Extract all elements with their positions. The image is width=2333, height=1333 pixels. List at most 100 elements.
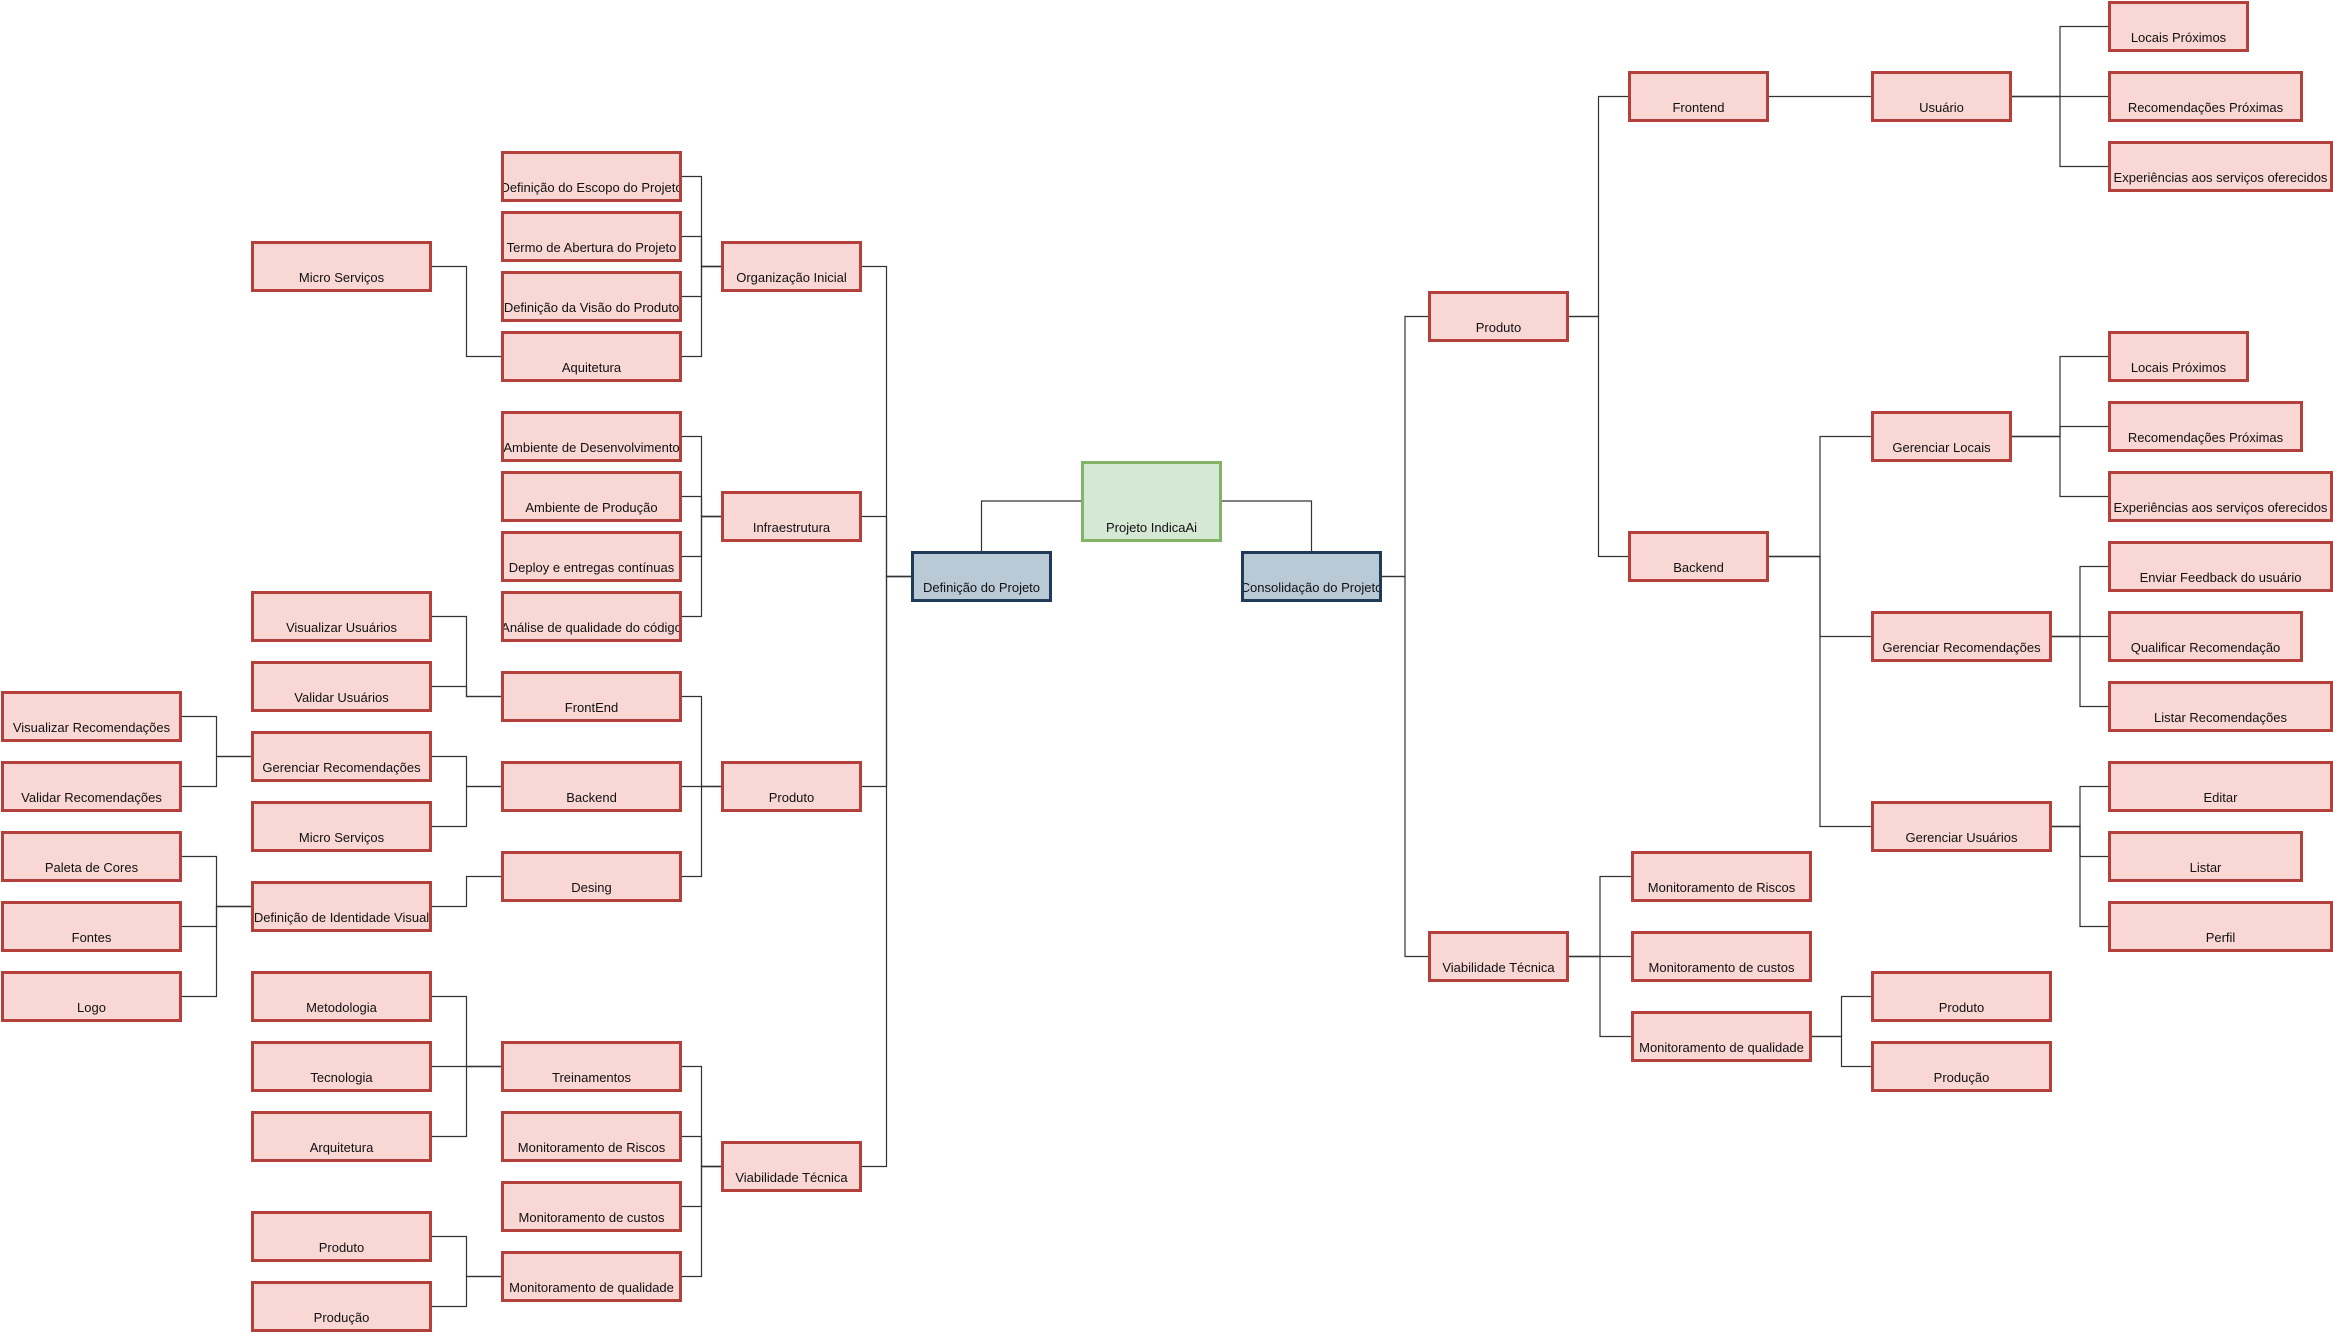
connector-line bbox=[1569, 875, 1631, 958]
node-label: Organização Inicial bbox=[736, 270, 847, 285]
node-label: Experiências aos serviços oferecidos bbox=[2113, 500, 2328, 515]
node-r-mon-qual[interactable]: Monitoramento de qualidade bbox=[1631, 1011, 1812, 1062]
connector-line bbox=[1769, 435, 1871, 558]
node-r-gu-list[interactable]: Listar bbox=[2108, 831, 2303, 882]
node-r-gl-exp[interactable]: Experiências aos serviços oferecidos bbox=[2108, 471, 2333, 522]
node-label: Definição do Escopo do Projeto bbox=[501, 180, 682, 195]
connector-line bbox=[432, 1065, 501, 1138]
node-l-mon-qual[interactable]: Monitoramento de qualidade bbox=[501, 1251, 682, 1302]
connector-line bbox=[682, 1135, 721, 1168]
node-l-fontes[interactable]: Fontes bbox=[1, 901, 182, 952]
node-l-backend[interactable]: Backend bbox=[501, 761, 682, 812]
node-l-amb-prod[interactable]: Ambiente de Produção bbox=[501, 471, 682, 522]
node-label: Listar bbox=[2189, 860, 2222, 875]
node-r-viab[interactable]: Viabilidade Técnica bbox=[1428, 931, 1569, 982]
node-label: Locais Próximos bbox=[2130, 30, 2227, 45]
node-r-ger-locais[interactable]: Gerenciar Locais bbox=[1871, 411, 2012, 462]
connector-line bbox=[980, 500, 1081, 551]
node-label: Viabilidade Técnica bbox=[1442, 960, 1555, 975]
node-l-val-rec[interactable]: Validar Recomendações bbox=[1, 761, 182, 812]
node-l-mon-cust[interactable]: Monitoramento de custos bbox=[501, 1181, 682, 1232]
connector-line bbox=[2012, 435, 2108, 498]
node-label: Perfil bbox=[2205, 930, 2236, 945]
node-l-desing[interactable]: Desing bbox=[501, 851, 682, 902]
node-l-infra[interactable]: Infraestrutura bbox=[721, 491, 862, 542]
node-l-ident[interactable]: Definição de Identidade Visual bbox=[251, 881, 432, 932]
node-l-val-usu[interactable]: Validar Usuários bbox=[251, 661, 432, 712]
node-l-trein[interactable]: Treinamentos bbox=[501, 1041, 682, 1092]
node-cons[interactable]: Consolidação do Projeto bbox=[1241, 551, 1382, 602]
node-label: Análise de qualidade do código bbox=[501, 620, 682, 635]
node-r-prod[interactable]: Produto bbox=[1428, 291, 1569, 342]
node-r-ger-rec[interactable]: Gerenciar Recomendações bbox=[1871, 611, 2052, 662]
node-label: Definição do Projeto bbox=[922, 580, 1041, 595]
node-l-logo[interactable]: Logo bbox=[1, 971, 182, 1022]
node-l-prod[interactable]: Produto bbox=[721, 761, 862, 812]
node-l-arq[interactable]: Aquitetura bbox=[501, 331, 682, 382]
node-l-tecno[interactable]: Tecnologia bbox=[251, 1041, 432, 1092]
node-label: Frontend bbox=[1672, 100, 1725, 115]
node-label: Gerenciar Recomendações bbox=[262, 760, 421, 775]
node-l-org[interactable]: Organização Inicial bbox=[721, 241, 862, 292]
node-r-gr-list[interactable]: Listar Recomendações bbox=[2108, 681, 2333, 732]
node-r-gl-locais[interactable]: Locais Próximos bbox=[2108, 331, 2249, 382]
node-l-deploy[interactable]: Deploy e entregas contínuas bbox=[501, 531, 682, 582]
node-label: Gerenciar Locais bbox=[1892, 440, 1991, 455]
node-r-gr-qual[interactable]: Qualificar Recomendação bbox=[2108, 611, 2303, 662]
connector-line bbox=[1382, 575, 1428, 958]
node-l-mon-risc[interactable]: Monitoramento de Riscos bbox=[501, 1111, 682, 1162]
node-r-u-exp[interactable]: Experiências aos serviços oferecidos bbox=[2108, 141, 2333, 192]
node-r-u-locais[interactable]: Locais Próximos bbox=[2108, 1, 2249, 52]
node-r-mon-risc[interactable]: Monitoramento de Riscos bbox=[1631, 851, 1812, 902]
node-r-gr-feed[interactable]: Enviar Feedback do usuário bbox=[2108, 541, 2333, 592]
connector-line bbox=[432, 1235, 501, 1278]
node-r-ger-usu[interactable]: Gerenciar Usuários bbox=[1871, 801, 2052, 852]
node-label: Desing bbox=[571, 880, 612, 895]
node-l-q-prod[interactable]: Produto bbox=[251, 1211, 432, 1262]
node-l-termo[interactable]: Termo de Abertura do Projeto bbox=[501, 211, 682, 262]
node-def[interactable]: Definição do Projeto bbox=[911, 551, 1052, 602]
connector-line bbox=[2012, 25, 2108, 98]
node-label: Monitoramento de qualidade bbox=[1639, 1040, 1804, 1055]
node-l-frontend[interactable]: FrontEnd bbox=[501, 671, 682, 722]
node-r-q-prod[interactable]: Produto bbox=[1871, 971, 2052, 1022]
node-r-gu-perf[interactable]: Perfil bbox=[2108, 901, 2333, 952]
node-l-paleta[interactable]: Paleta de Cores bbox=[1, 831, 182, 882]
node-r-back[interactable]: Backend bbox=[1628, 531, 1769, 582]
node-l-analise[interactable]: Análise de qualidade do código bbox=[501, 591, 682, 642]
node-r-gu-edit[interactable]: Editar bbox=[2108, 761, 2333, 812]
node-l-escopo[interactable]: Definição do Escopo do Projeto bbox=[501, 151, 682, 202]
node-label: Tecnologia bbox=[310, 1070, 373, 1085]
node-r-usuario[interactable]: Usuário bbox=[1871, 71, 2012, 122]
node-label: Definição de Identidade Visual bbox=[253, 910, 430, 925]
connector-line bbox=[682, 495, 721, 518]
node-l-metod[interactable]: Metodologia bbox=[251, 971, 432, 1022]
node-l-vis-rec[interactable]: Visualizar Recomendações bbox=[1, 691, 182, 742]
node-r-q-producao[interactable]: Produção bbox=[1871, 1041, 2052, 1092]
node-label: FrontEnd bbox=[564, 700, 619, 715]
connector-line bbox=[1812, 1035, 1871, 1068]
connector-line bbox=[2052, 785, 2108, 828]
node-label: Treinamentos bbox=[552, 1070, 631, 1085]
node-r-gl-rec[interactable]: Recomendações Próximas bbox=[2108, 401, 2303, 452]
node-l-arquit[interactable]: Arquitetura bbox=[251, 1111, 432, 1162]
node-l-micro1[interactable]: Micro Serviços bbox=[251, 241, 432, 292]
node-l-amb-dev[interactable]: Ambiente de Desenvolvimento bbox=[501, 411, 682, 462]
node-l-ger-rec[interactable]: Gerenciar Recomendações bbox=[251, 731, 432, 782]
node-l-visao[interactable]: Definição da Visão do Produto bbox=[501, 271, 682, 322]
node-r-front[interactable]: Frontend bbox=[1628, 71, 1769, 122]
node-root[interactable]: Projeto IndicaAi bbox=[1081, 461, 1222, 542]
node-r-mon-cust[interactable]: Monitoramento de custos bbox=[1631, 931, 1812, 982]
node-label: Backend bbox=[1673, 560, 1724, 575]
node-l-vis-usu[interactable]: Visualizar Usuários bbox=[251, 591, 432, 642]
node-label: Qualificar Recomendação bbox=[2130, 640, 2281, 655]
node-l-micro2[interactable]: Micro Serviços bbox=[251, 801, 432, 852]
node-label: Arquitetura bbox=[309, 1140, 374, 1155]
node-l-viab[interactable]: Viabilidade Técnica bbox=[721, 1141, 862, 1192]
node-r-u-rec[interactable]: Recomendações Próximas bbox=[2108, 71, 2303, 122]
connector-line bbox=[432, 875, 501, 908]
connector-line bbox=[432, 995, 501, 1068]
connector-line bbox=[2052, 825, 2108, 928]
node-l-q-producao[interactable]: Produção bbox=[251, 1281, 432, 1332]
node-label: Experiências aos serviços oferecidos bbox=[2113, 170, 2328, 185]
